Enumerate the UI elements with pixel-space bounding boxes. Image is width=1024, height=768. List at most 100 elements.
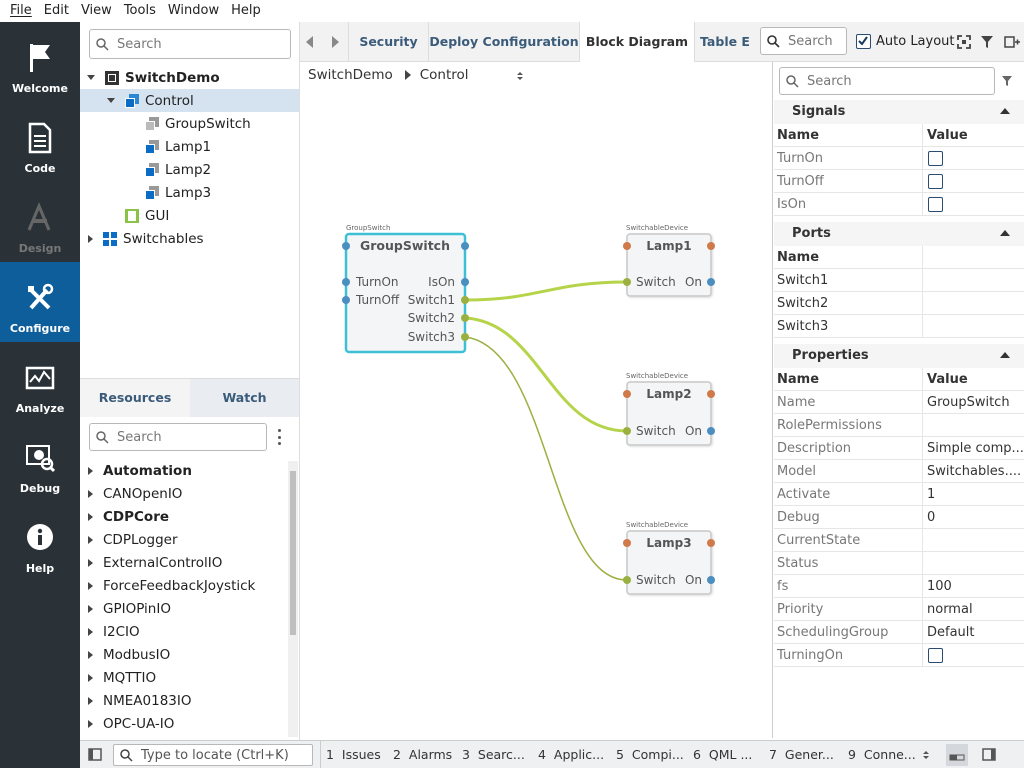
tab-block-diagram[interactable]: Block Diagram bbox=[580, 22, 695, 63]
chevron-right-icon[interactable] bbox=[88, 558, 93, 567]
toggle-sidebar-icon[interactable] bbox=[88, 748, 102, 761]
port-dot[interactable] bbox=[461, 296, 469, 304]
output-pane-tab[interactable]: 9 Conne... bbox=[848, 747, 916, 762]
port-dot[interactable] bbox=[342, 278, 350, 286]
auto-layout-checkbox[interactable] bbox=[856, 34, 871, 49]
activity-welcome[interactable]: Welcome bbox=[0, 22, 80, 102]
resource-item[interactable]: CANOpenIO bbox=[80, 482, 285, 505]
properties-section-header[interactable]: Properties bbox=[774, 344, 1024, 368]
chevron-right-icon[interactable] bbox=[88, 489, 93, 498]
port-dot[interactable] bbox=[461, 314, 469, 322]
tree-item-switchables[interactable]: Switchables bbox=[80, 227, 299, 250]
port-dot[interactable] bbox=[461, 242, 469, 250]
chevron-right-icon[interactable] bbox=[88, 673, 93, 682]
tree-item-lamp2[interactable]: Lamp2 bbox=[80, 158, 299, 181]
value-checkbox[interactable] bbox=[928, 151, 943, 166]
row-value[interactable] bbox=[924, 529, 1024, 552]
output-pane-tab[interactable]: 1 Issues bbox=[326, 747, 381, 762]
row-value[interactable]: Simple comp... bbox=[927, 441, 1024, 456]
resource-item[interactable]: I2CIO bbox=[80, 620, 285, 643]
resource-item[interactable]: ForceFeedbackJoystick bbox=[80, 574, 285, 597]
filter-icon[interactable] bbox=[980, 35, 994, 49]
activity-debug[interactable]: Debug bbox=[0, 422, 80, 502]
breadcrumb-item-control[interactable]: Control bbox=[419, 67, 469, 83]
table-row[interactable]: IsOn bbox=[774, 193, 1024, 216]
port-dot[interactable] bbox=[461, 333, 469, 341]
wire-switch2-lamp2[interactable] bbox=[464, 316, 628, 433]
menu-tools[interactable]: Tools bbox=[123, 3, 156, 18]
tree-item-groupswitch[interactable]: GroupSwitch bbox=[80, 112, 299, 135]
value-checkbox[interactable] bbox=[928, 648, 943, 663]
filter-icon[interactable] bbox=[1001, 75, 1013, 87]
port-dot[interactable] bbox=[342, 296, 350, 304]
menu-window[interactable]: Window bbox=[167, 3, 220, 18]
chevron-right-icon[interactable] bbox=[88, 604, 93, 613]
chevron-down-icon[interactable] bbox=[107, 98, 115, 103]
resource-item[interactable]: Automation bbox=[80, 459, 285, 482]
wire-switch3-lamp3[interactable] bbox=[464, 336, 628, 581]
port-dot[interactable] bbox=[342, 242, 350, 250]
resource-item[interactable]: CDPCore bbox=[80, 505, 285, 528]
row-value[interactable]: 0 bbox=[927, 510, 936, 525]
output-pane-tab[interactable]: 6 QML ... bbox=[693, 747, 753, 762]
table-row[interactable]: CurrentState bbox=[774, 529, 1024, 552]
block-diagram-canvas[interactable]: SwitchDemo Control GroupSwitch GroupSwit… bbox=[300, 62, 773, 738]
table-row[interactable]: Switch2 bbox=[774, 292, 1024, 315]
resource-item[interactable]: OPC-UA-IO bbox=[80, 712, 285, 735]
wire-switch1-lamp1[interactable] bbox=[464, 280, 628, 302]
activity-code[interactable]: Code bbox=[0, 102, 80, 182]
row-value[interactable] bbox=[924, 552, 1024, 575]
toggle-right-panel-icon[interactable] bbox=[982, 748, 996, 761]
chevron-down-icon[interactable] bbox=[87, 75, 95, 80]
tree-item-gui[interactable]: GUI bbox=[80, 204, 299, 227]
activity-configure[interactable]: Configure bbox=[0, 262, 80, 342]
table-row[interactable]: TurnOn bbox=[774, 147, 1024, 170]
tab-table-editor[interactable]: Table E bbox=[700, 34, 750, 49]
chevron-right-icon[interactable] bbox=[88, 719, 93, 728]
table-row[interactable]: TurnOff bbox=[774, 170, 1024, 193]
lamp2-block[interactable]: SwitchableDevice Lamp2 Switch On bbox=[623, 372, 715, 446]
chevron-right-icon[interactable] bbox=[88, 466, 93, 475]
tree-item-lamp3[interactable]: Lamp3 bbox=[80, 181, 299, 204]
output-pane-tab[interactable]: 7 Gener... bbox=[769, 747, 834, 762]
tab-security[interactable]: Security bbox=[349, 22, 429, 62]
lamp3-block[interactable]: SwitchableDevice Lamp3 Switch On bbox=[623, 521, 715, 595]
tree-item-switchdemo[interactable]: SwitchDemo bbox=[80, 66, 299, 89]
menu-edit[interactable]: Edit bbox=[43, 3, 69, 18]
panel-search-input[interactable]: Search bbox=[779, 67, 995, 95]
collapse-icon[interactable] bbox=[1000, 352, 1010, 358]
resource-item[interactable]: CDPLogger bbox=[80, 528, 285, 551]
port-dot[interactable] bbox=[461, 278, 469, 286]
resource-item[interactable]: NMEA0183IO bbox=[80, 689, 285, 712]
chevron-right-icon[interactable] bbox=[88, 696, 93, 705]
row-value[interactable]: 1 bbox=[927, 487, 936, 502]
tab-deploy-configuration[interactable]: Deploy Configuration bbox=[429, 22, 580, 62]
locate-input[interactable]: Type to locate (Ctrl+K) bbox=[113, 744, 313, 766]
value-checkbox[interactable] bbox=[928, 174, 943, 189]
resource-item[interactable]: MQTTIO bbox=[80, 666, 285, 689]
chevron-right-icon[interactable] bbox=[88, 627, 93, 636]
table-row[interactable]: Switch3 bbox=[774, 315, 1024, 338]
tab-scroll-right-icon[interactable] bbox=[332, 36, 339, 48]
chevron-right-icon[interactable] bbox=[88, 650, 93, 659]
resources-search-input[interactable]: Search bbox=[89, 423, 267, 451]
activity-help[interactable]: Help bbox=[0, 502, 80, 582]
row-value[interactable]: Default bbox=[927, 625, 975, 640]
ports-section-header[interactable]: Ports bbox=[774, 222, 1024, 246]
breadcrumb-item-switchdemo[interactable]: SwitchDemo bbox=[308, 67, 393, 83]
resources-scrollbar[interactable] bbox=[288, 461, 298, 737]
add-block-icon[interactable] bbox=[1004, 35, 1020, 49]
tab-scroll-left-icon[interactable] bbox=[306, 36, 313, 48]
menu-file[interactable]: File bbox=[10, 3, 32, 18]
signals-section-header[interactable]: Signals bbox=[774, 100, 1024, 124]
chevron-right-icon[interactable] bbox=[88, 512, 93, 521]
collapse-icon[interactable] bbox=[1000, 230, 1010, 236]
table-row[interactable]: TurningOn bbox=[774, 644, 1024, 667]
table-row[interactable]: Status bbox=[774, 552, 1024, 575]
